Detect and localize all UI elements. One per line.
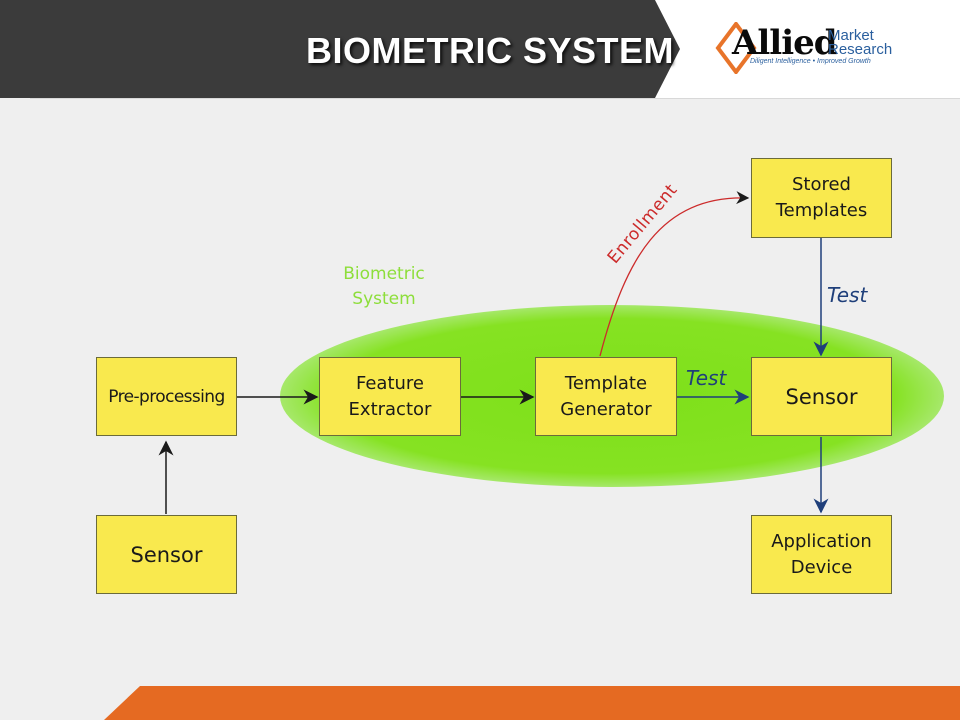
header-divider: [30, 98, 960, 99]
logo-tagline: Diligent Intelligence • Improved Growth: [750, 58, 871, 65]
logo-word: Allied: [732, 23, 838, 63]
application-device-box: Application Device: [751, 515, 892, 594]
page-title: BIOMETRIC SYSTEM: [306, 30, 675, 71]
footer-accent-bar: [104, 686, 960, 720]
arrow-enrollment: [599, 191, 750, 357]
header-banner: [0, 0, 680, 98]
template-generator-box: Template Generator: [535, 357, 677, 436]
logo-research: Research: [828, 41, 893, 58]
ellipse-label: Biometric System: [343, 264, 425, 309]
company-logo[interactable]: Allied Market Research Diligent Intellig…: [714, 22, 904, 74]
feature-extractor-box: Feature Extractor: [319, 357, 461, 436]
test-label-horizontal: Test: [686, 366, 727, 390]
logo-market: Market: [828, 27, 874, 44]
preprocessing-box: Pre-processing: [96, 357, 237, 436]
header: BIOMETRIC SYSTEM Allied Market Research …: [0, 0, 960, 98]
sensor-input-box: Sensor: [96, 515, 237, 594]
sensor-output-box: Sensor: [751, 357, 892, 436]
logo-mark-icon: [715, 22, 757, 74]
stored-templates-box: Stored Templates: [751, 158, 892, 238]
test-label-vertical: Test: [827, 283, 868, 307]
